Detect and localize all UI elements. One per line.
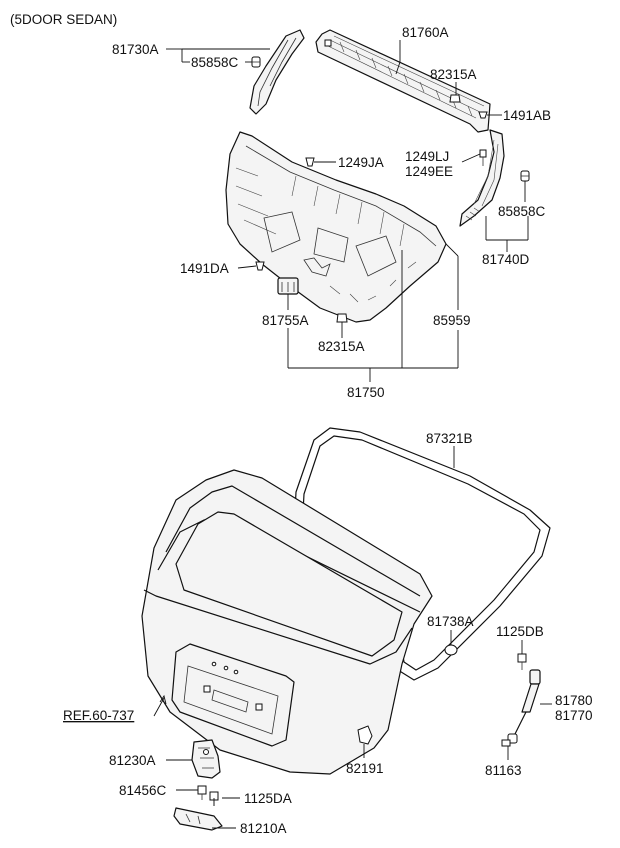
ref-link: REF.60-737 [63, 708, 134, 723]
grommet-82191 [357, 725, 373, 745]
clip-85858c-top [251, 56, 261, 68]
label-81750: 81750 [347, 385, 385, 400]
left-upper-side-trim [249, 29, 305, 115]
clip-82315a-top [449, 94, 461, 103]
leader-lines [153, 40, 552, 829]
bumper-81738a [444, 644, 458, 656]
label-1491ab: 1491AB [503, 108, 551, 123]
tailgate-inner-trim-panel [225, 131, 447, 323]
label-85858c-top: 85858C [191, 55, 239, 70]
label-81163: 81163 [485, 763, 522, 778]
latch-striker [173, 807, 223, 831]
right-upper-side-trim [459, 129, 505, 227]
label-81730a: 81730A [112, 42, 159, 57]
label-81780: 81780 [555, 693, 593, 708]
upper-garnish-trim [315, 29, 491, 133]
screw-1491ab [478, 111, 488, 119]
tailgate-latch [191, 739, 221, 779]
label-81738a: 81738A [427, 614, 474, 629]
clip-85858c-right [520, 170, 530, 182]
diagram-title: (5DOOR SEDAN) [10, 12, 117, 27]
label-87321b: 87321B [426, 431, 473, 446]
label-85858c-right: 85858C [498, 204, 546, 219]
label-81740d: 81740D [482, 252, 530, 267]
label-81770: 81770 [555, 708, 593, 723]
screw-81456c [197, 785, 207, 800]
tailgate-body [141, 469, 433, 775]
label-81760a: 81760A [402, 25, 449, 40]
label-81755a: 81755A [262, 313, 309, 328]
label-81230a: 81230A [109, 753, 156, 768]
gas-lift-strut [507, 669, 541, 744]
screw-1491da [255, 261, 265, 271]
label-82315a-top: 82315A [430, 67, 477, 82]
label-1249ee: 1249EE [405, 164, 453, 179]
part-labels: 81760A 81730A 85858C 82315A 1491AB 1249L… [63, 25, 593, 836]
label-1125db: 1125DB [496, 624, 544, 639]
clip-82315a-mid [336, 313, 348, 323]
label-1249lj: 1249LJ [405, 149, 449, 164]
label-81210a: 81210A [240, 821, 287, 836]
label-1249ja: 1249JA [338, 155, 384, 170]
bolt-1125db [517, 653, 527, 670]
label-81456c: 81456C [119, 783, 167, 798]
screw-1249ja [305, 157, 315, 167]
label-82315a-mid: 82315A [318, 339, 365, 354]
screw-81163 [501, 739, 511, 747]
label-1491da: 1491DA [180, 261, 229, 276]
screw-1249lj [479, 149, 487, 166]
pull-handle [277, 277, 299, 295]
label-85959: 85959 [433, 313, 471, 328]
label-82191: 82191 [346, 761, 384, 776]
label-1125da: 1125DA [244, 791, 292, 806]
